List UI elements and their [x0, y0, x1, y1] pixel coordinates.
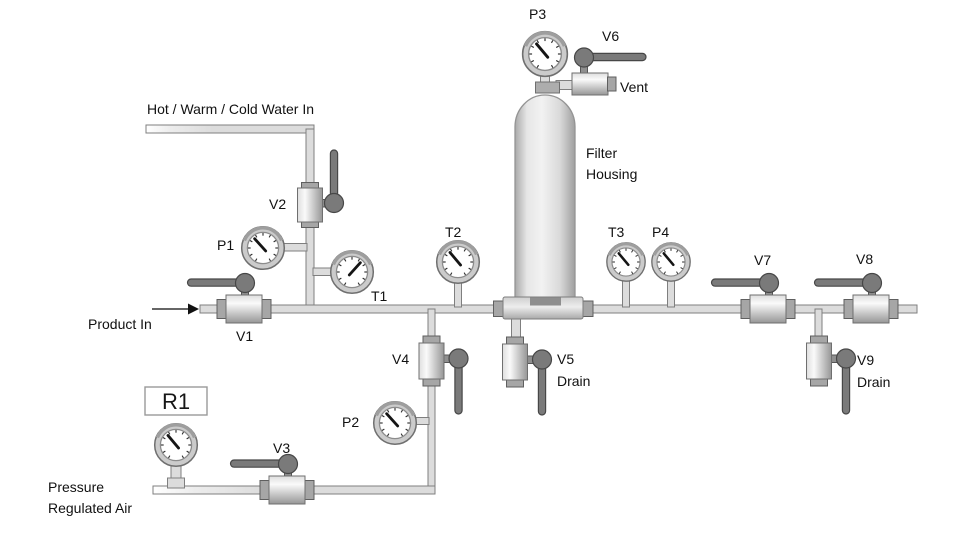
label-valve-v9: V9: [857, 352, 875, 368]
pipe-t2-stem: [454, 280, 462, 308]
pipe-p1-stub: [281, 243, 308, 252]
label-filter-housing: Filter Housing: [586, 143, 637, 185]
label-valve-v5: V5: [557, 351, 575, 367]
label-gauge-p4: P4: [652, 224, 670, 240]
filter-housing: [493, 81, 594, 320]
label-valve-v6: V6: [602, 28, 620, 44]
filter-base-stub-left: [493, 300, 504, 317]
gauge-p3: [520, 29, 570, 79]
label-gauge-t3: T3: [608, 224, 625, 240]
label-gauge-p1: P1: [217, 237, 235, 253]
pipe-t3-stem: [622, 278, 630, 308]
label-v5-drain: Drain: [557, 373, 591, 389]
label-valve-v1: V1: [236, 328, 254, 344]
regulator-tag-box: [144, 386, 208, 416]
valve-v8[interactable]: [813, 272, 899, 324]
gauge-p2: [372, 400, 418, 446]
label-air-line2: Regulated Air: [48, 500, 133, 516]
valve-v2[interactable]: [297, 149, 345, 228]
filter-neck-collar: [535, 81, 560, 94]
gauge-t1: [329, 248, 375, 295]
label-valve-v7: V7: [754, 252, 772, 268]
pipe-p4-stem: [667, 278, 675, 308]
label-vent: Vent: [620, 79, 649, 95]
valve-v7[interactable]: [710, 272, 796, 324]
label-gauge-p2: P2: [342, 414, 360, 430]
label-water-in: Hot / Warm / Cold Water In: [147, 101, 314, 117]
product-in-arrow: [152, 303, 199, 315]
label-air-line1: Pressure: [48, 479, 105, 495]
gauge-p1: [239, 224, 286, 271]
label-filter-line2: Housing: [586, 166, 638, 182]
label-gauge-p3: P3: [529, 6, 547, 22]
label-valve-v4: V4: [392, 351, 410, 367]
valve-v9[interactable]: [805, 335, 857, 415]
label-filter-line1: Filter: [586, 145, 618, 161]
pipe-r1-base: [167, 477, 185, 489]
valve-v5[interactable]: [501, 336, 553, 416]
label-product-in: Product In: [88, 316, 152, 332]
label-regulator-r1: R1: [161, 389, 191, 414]
label-gauge-t1: T1: [371, 288, 388, 304]
label-v9-drain: Drain: [857, 374, 891, 390]
gauge-p4: [650, 241, 692, 283]
pipe-water-inlet: [145, 124, 315, 134]
label-gauge-t2: T2: [445, 224, 462, 240]
filter-base-stub-right: [582, 300, 594, 317]
pipe-t1-stub: [312, 267, 333, 276]
filter-shell: [514, 94, 576, 299]
label-valve-v2: V2: [269, 196, 287, 212]
valve-v3[interactable]: [229, 453, 315, 505]
label-pressure-regulated-air: Pressure Regulated Air: [48, 477, 132, 519]
label-valve-v3: V3: [273, 440, 291, 456]
gauge-t2: [435, 238, 481, 285]
gauge-r1: [152, 422, 200, 468]
valve-v6[interactable]: [571, 47, 647, 96]
valve-v4[interactable]: [418, 335, 469, 415]
gauge-t3: [605, 241, 647, 283]
label-valve-v8: V8: [856, 251, 874, 267]
filter-base: [502, 296, 584, 320]
valve-v1[interactable]: [186, 272, 272, 324]
filter-base-port: [530, 297, 561, 306]
